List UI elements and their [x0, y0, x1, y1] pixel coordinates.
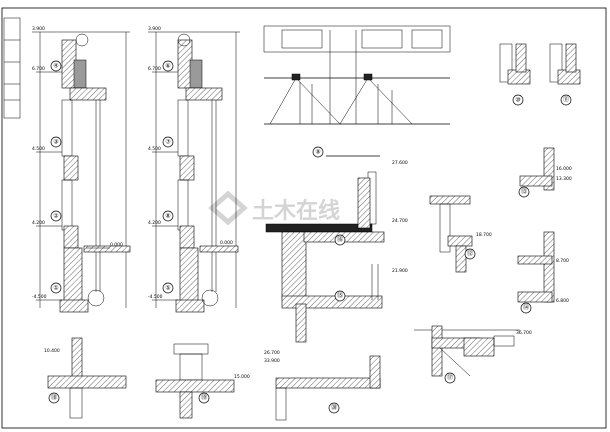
level-label: 8.700 — [556, 258, 569, 264]
detail-20: 26.700 33.900 ⑳ — [264, 350, 381, 421]
detail-14: 8.700 6.800 ⑭ — [517, 231, 569, 314]
detail-callout: ⑳ — [331, 404, 337, 412]
detail-callout: ⑬ — [521, 188, 527, 196]
detail-callout: ⑱ — [51, 394, 57, 402]
detail-callout: ② — [53, 213, 59, 220]
level-label: 13.300 — [556, 176, 572, 182]
level-label: 16.000 — [556, 166, 572, 172]
level-label: 36.700 — [516, 330, 532, 336]
detail-12: 18.700 ⑫ — [429, 195, 492, 273]
detail-callout: ⑲ — [201, 394, 207, 402]
detail-callout: ⑨ — [315, 149, 320, 156]
detail-11: ⑪ — [549, 43, 581, 106]
level-label: 21.900 — [392, 268, 408, 274]
elevation-label: 3.900 — [32, 26, 45, 32]
elevation-label: 4.500 — [32, 146, 45, 152]
level-label: 18.700 — [476, 232, 492, 238]
level-label: 26.700 — [264, 350, 280, 356]
detail-callout: ④ — [53, 63, 58, 70]
elevation-label: 4.200 — [148, 220, 161, 226]
detail-13: 16.000 13.300 ⑬ — [518, 147, 572, 198]
detail-17: 36.700 ⑰ — [414, 325, 532, 384]
detail-callout: ⑩ — [515, 97, 520, 104]
detail-18: 10.400 ⑱ — [44, 337, 127, 419]
detail-10: ⑩ — [499, 43, 531, 106]
watermark-text: 土木在线 — [252, 198, 340, 224]
level-label: 24.700 — [392, 218, 408, 224]
sheet-border — [1, 7, 607, 429]
detail-callout: ⑤ — [165, 285, 170, 292]
detail-callout: ⑥ — [165, 63, 170, 70]
detail-9-truss: ⑨ — [263, 25, 451, 158]
level-label: 10.400 — [44, 348, 60, 354]
elevation-label: 3.900 — [148, 26, 161, 32]
detail-callout: ③ — [53, 139, 58, 146]
detail-callout: ⑰ — [447, 374, 453, 382]
elevation-label: 0.000 — [110, 242, 123, 248]
detail-callout: ⑧ — [165, 213, 170, 220]
watermark-logo: 土木在线 — [208, 190, 340, 226]
detail-callout: ① — [53, 285, 58, 292]
level-label: 33.900 — [264, 358, 280, 364]
detail-callout: ⑮ — [337, 292, 343, 300]
level-label: 27.600 — [392, 160, 408, 166]
level-label: 15.000 — [234, 374, 250, 380]
elevation-label: 4.200 — [32, 220, 45, 226]
detail-15-16-section: ⑯ ⑮ 27.600 24.700 21.900 — [265, 160, 408, 343]
detail-callout: ⑫ — [467, 250, 473, 258]
title-strip — [3, 17, 21, 119]
detail-19: 15.000 ⑲ — [155, 343, 250, 419]
level-label: 6.800 — [556, 298, 569, 304]
wall-section-right: 3.900 6.700 4.500 4.200 0.000 -4.500 ⑥ ⑦… — [148, 26, 240, 313]
detail-callout: ⑯ — [337, 236, 343, 244]
elevation-label: 0.000 — [220, 240, 233, 246]
elevation-label: 4.500 — [148, 146, 161, 152]
detail-callout: ⑭ — [523, 304, 529, 312]
elevation-label: -4.500 — [148, 294, 163, 300]
elevation-label: -4.500 — [32, 294, 47, 300]
elevation-label: 6.700 — [32, 66, 45, 72]
elevation-label: 6.700 — [148, 66, 161, 72]
wall-section-left: 3.900 6.700 4.500 4.200 0.000 -4.500 ④ ③… — [32, 26, 131, 313]
detail-callout: ⑦ — [165, 139, 171, 146]
detail-callout: ⑪ — [563, 96, 569, 104]
